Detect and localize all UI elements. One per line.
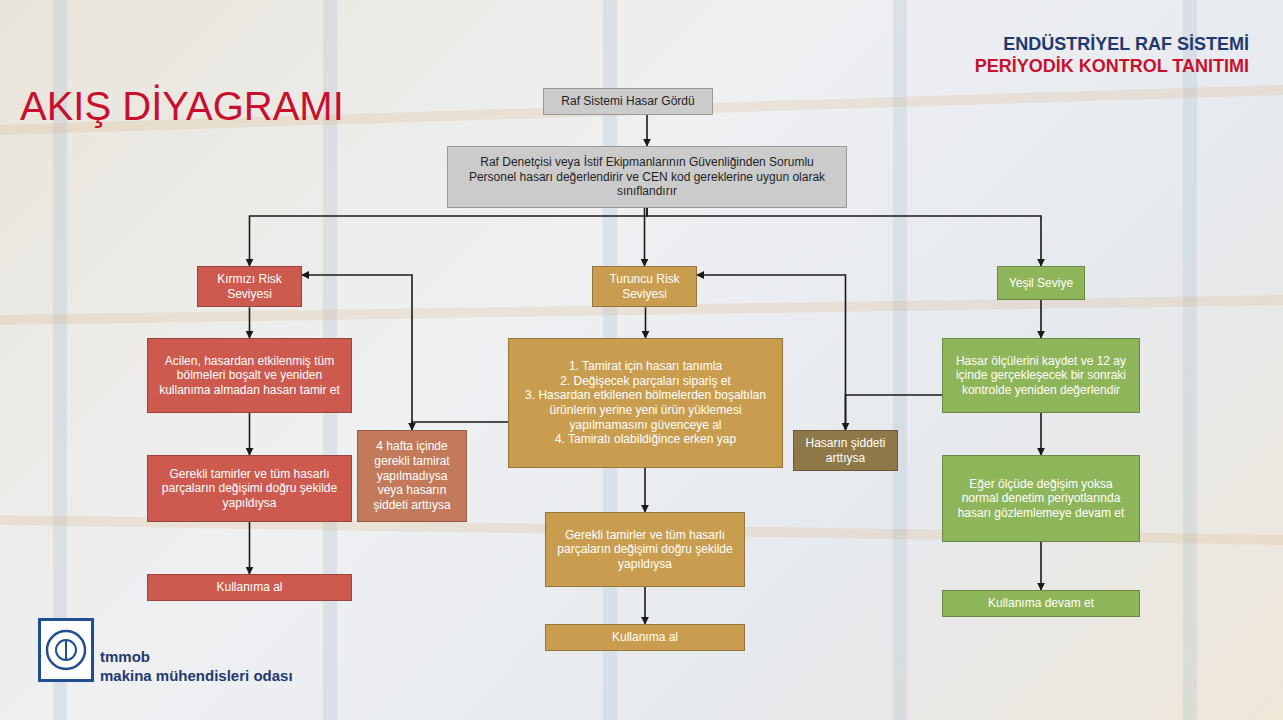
box-text: Turuncu Risk Seviyesi xyxy=(600,272,689,301)
level-box: Kırmızı Risk Seviyesi xyxy=(197,266,302,307)
header-line: PERİYODİK KONTROL TANITIMI xyxy=(975,56,1249,77)
box-text: Acilen, hasardan etkilenmiş tüm bölmeler… xyxy=(155,354,344,398)
process-box: 1. Tamirat için hasarı tanımla2. Değişec… xyxy=(508,338,783,468)
flow-arrow xyxy=(644,587,646,624)
start-box: Raf Sistemi Hasar Gördü xyxy=(543,88,713,115)
process-box: Raf Denetçisi veya İstif Ekipmanlarının … xyxy=(447,146,847,208)
box-text: Raf Sistemi Hasar Gördü xyxy=(561,94,694,109)
box-text: 4. Tamiratı olabildiğince erken yap xyxy=(555,432,736,447)
end-box: Kullanıma al xyxy=(545,624,745,651)
flow-arrow xyxy=(249,307,251,338)
box-text: Hasar ölçülerini kaydet ve 12 ay içinde … xyxy=(950,354,1132,398)
box-text: Hasarın şiddeti arttıysa xyxy=(801,436,890,465)
box-text: 3. Hasardan etkilenen bölmelerden boşalt… xyxy=(516,388,775,432)
box-text: Kırmızı Risk Seviyesi xyxy=(205,272,294,301)
box-text: 4 hafta içinde gerekli tamirat yapılmadı… xyxy=(365,439,459,512)
box-text: 1. Tamirat için hasarı tanımla xyxy=(569,359,722,374)
box-text: 2. Değişecek parçaları sipariş et xyxy=(560,374,731,389)
process-box: Hasar ölçülerini kaydet ve 12 ay içinde … xyxy=(942,338,1140,413)
flow-arrow xyxy=(250,208,648,266)
flow-arrow xyxy=(1040,300,1042,338)
flow-arrow xyxy=(644,468,646,512)
condition-box: Gerekli tamirler ve tüm hasarlı parçalar… xyxy=(545,512,745,587)
tmmob-logo xyxy=(38,618,94,682)
box-text: Kullanıma devam et xyxy=(988,596,1094,611)
page-title: AKIŞ DİYAGRAMI xyxy=(20,84,344,129)
flow-arrow xyxy=(1040,542,1042,590)
end-box: Kullanıma al xyxy=(147,574,352,601)
condition-box: Gerekli tamirler ve tüm hasarlı parçalar… xyxy=(147,455,352,522)
box-text: Yeşil Seviye xyxy=(1009,276,1073,291)
box-text: Gerekli tamirler ve tüm hasarlı parçalar… xyxy=(155,467,344,511)
condition-box: Hasarın şiddeti arttıysa xyxy=(793,430,898,471)
flow-arrow xyxy=(249,522,251,574)
flow-arrow xyxy=(646,115,648,146)
logo-text: makina mühendisleri odası xyxy=(100,667,293,684)
flow-arrow xyxy=(1040,413,1042,455)
header-line: ENDÜSTRİYEL RAF SİSTEMİ xyxy=(1003,34,1249,55)
box-text: Kullanıma al xyxy=(216,580,282,595)
flow-arrow xyxy=(412,422,508,430)
flow-arrow xyxy=(645,307,647,338)
end-box: Kullanıma devam et xyxy=(942,590,1140,617)
box-text: Eğer ölçüde değişim yoksa normal denetim… xyxy=(950,477,1132,521)
flow-arrow xyxy=(644,208,646,266)
level-box: Yeşil Seviye xyxy=(997,266,1085,300)
box-text: Gerekli tamirler ve tüm hasarlı parçalar… xyxy=(553,528,737,572)
box-text: Kullanıma al xyxy=(612,630,678,645)
box-text: Raf Denetçisi veya İstif Ekipmanlarının … xyxy=(455,155,839,199)
flow-arrow xyxy=(846,395,943,430)
level-box: Turuncu Risk Seviyesi xyxy=(592,266,697,307)
condition-box: 4 hafta içinde gerekli tamirat yapılmadı… xyxy=(357,430,467,522)
process-box: Acilen, hasardan etkilenmiş tüm bölmeler… xyxy=(147,338,352,413)
flow-arrow xyxy=(249,413,251,455)
flow-arrow xyxy=(647,208,1041,266)
logo-text: tmmob xyxy=(100,648,150,665)
process-box: Eğer ölçüde değişim yoksa normal denetim… xyxy=(942,455,1140,542)
